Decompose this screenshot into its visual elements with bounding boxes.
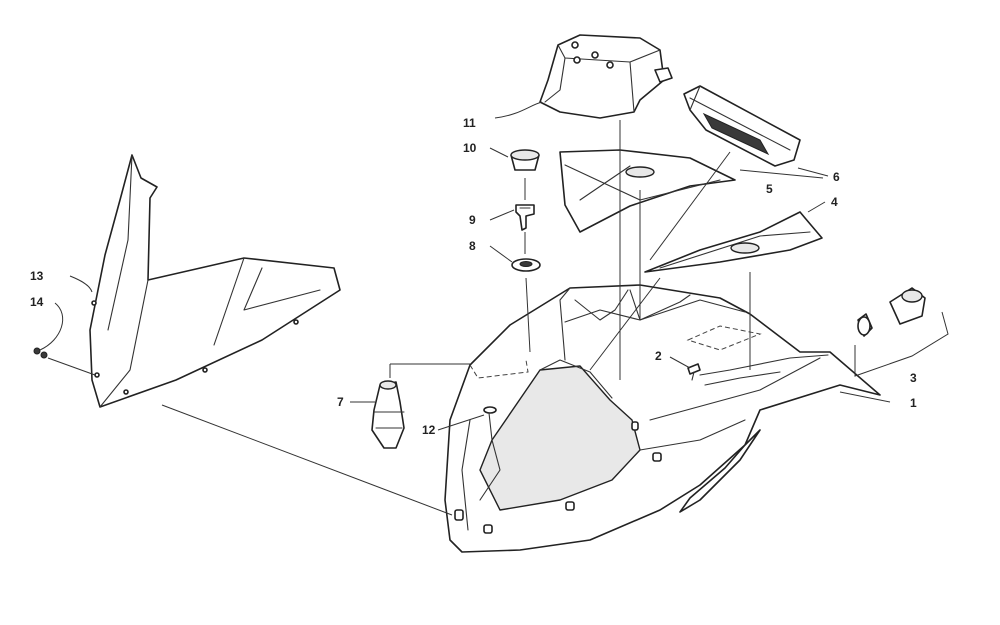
gauge-part[interactable]: [683, 85, 801, 167]
windshield-part[interactable]: [89, 154, 341, 408]
callout-2: 2: [655, 349, 662, 363]
power-outlet-part[interactable]: [857, 287, 926, 337]
callout-3: 3: [910, 371, 917, 385]
switch-part[interactable]: [371, 380, 405, 449]
windshield-screw-part[interactable]: [33, 347, 48, 359]
key-part[interactable]: [515, 204, 535, 231]
callout-6: 6: [833, 170, 840, 184]
cap-part[interactable]: [510, 149, 540, 171]
callout-5: 5: [766, 182, 773, 196]
decal-lower-part[interactable]: [644, 211, 823, 273]
callout-7: 7: [337, 395, 344, 409]
leader-lines: [39, 101, 949, 516]
callout-4: 4: [831, 195, 838, 209]
callout-1: 1: [910, 396, 917, 410]
nut-part[interactable]: [511, 258, 541, 272]
callout-14: 14: [30, 295, 44, 309]
callout-13: 13: [30, 269, 44, 283]
instrument-pod-part[interactable]: [539, 34, 673, 119]
callout-9: 9: [469, 213, 476, 227]
callout-8: 8: [469, 239, 476, 253]
callout-10: 10: [463, 141, 477, 155]
decal-upper-part[interactable]: [559, 149, 736, 233]
rivet-part[interactable]: [687, 363, 701, 381]
callout-12: 12: [422, 423, 436, 437]
hood-part[interactable]: [444, 284, 881, 553]
callout-labels: 1 2 3 4 5 6 7 8 9 10 11 12 13 14: [30, 116, 917, 437]
screw-part[interactable]: [483, 406, 497, 441]
callout-11: 11: [463, 116, 476, 130]
